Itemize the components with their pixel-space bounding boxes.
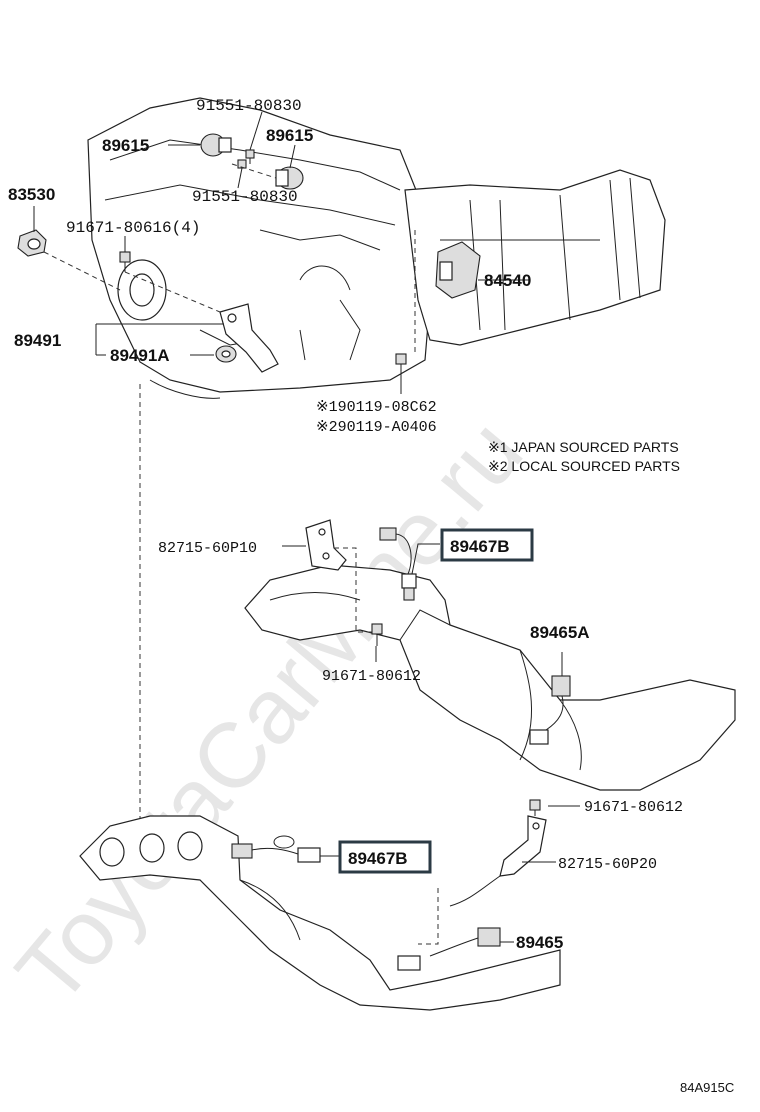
exhaust-manifold-upper [244,564,736,791]
label-91671-80612-lower: 91671-80612 [584,799,683,816]
label-91551-80830-top: 91551-80830 [196,97,302,115]
label-89465A: 89465A [530,623,590,642]
oil-pressure-switch [17,229,47,257]
oxygen-sensor-89467B-lower [231,835,321,863]
label-90119-A0406: ※290119-A0406 [316,419,437,436]
note-japan-sourced: ※1 JAPAN SOURCED PARTS [488,439,679,455]
label-89491: 89491 [14,331,61,350]
highlight-box-89467B-top [440,528,534,562]
speed-sensor-left [200,133,232,157]
label-89465: 89465 [516,933,563,952]
label-91551-80830-mid: 91551-80830 [192,188,298,206]
oxygen-sensor-89467B-upper [379,527,417,601]
bolt-91671-80612-lower [529,799,541,816]
label-89467B-bottom: 89467B [348,849,408,868]
exhaust-manifold-lower [79,815,561,1011]
bolt-90119 [395,353,407,394]
label-82715-60P20: 82715-60P20 [558,856,657,873]
oxygen-sensor-89465 [397,875,501,971]
label-89615-right: 89615 [266,126,313,145]
highlight-box-89467B-bottom [338,840,432,874]
label-84540: 84540 [484,271,531,290]
engine-block [87,97,431,399]
park-neutral-switch [435,241,481,299]
grommet-89491A [215,345,237,363]
label-89615-left: 89615 [102,136,149,155]
label-89491A: 89491A [110,346,170,365]
bracket-82715-60P20 [499,815,547,877]
label-89467B-top: 89467B [450,537,510,556]
label-90119-08C62: ※190119-08C62 [316,399,437,416]
oxygen-sensor-89465A [529,675,571,745]
sensor-bracket-89491 [219,303,279,373]
label-82715-60P10: 82715-60P10 [158,540,257,557]
label-91671-80616: 91671-80616(4) [66,219,200,237]
bolt-91671-80612-upper [371,623,383,646]
note-local-sourced: ※2 LOCAL SOURCED PARTS [488,458,680,474]
speed-sensor-right [275,166,304,190]
bracket-82715-60P10 [305,519,347,571]
label-91671-80612-upper: 91671-80612 [322,668,421,685]
diagram-id: 84A915C [680,1080,734,1095]
label-83530: 83530 [8,185,55,204]
